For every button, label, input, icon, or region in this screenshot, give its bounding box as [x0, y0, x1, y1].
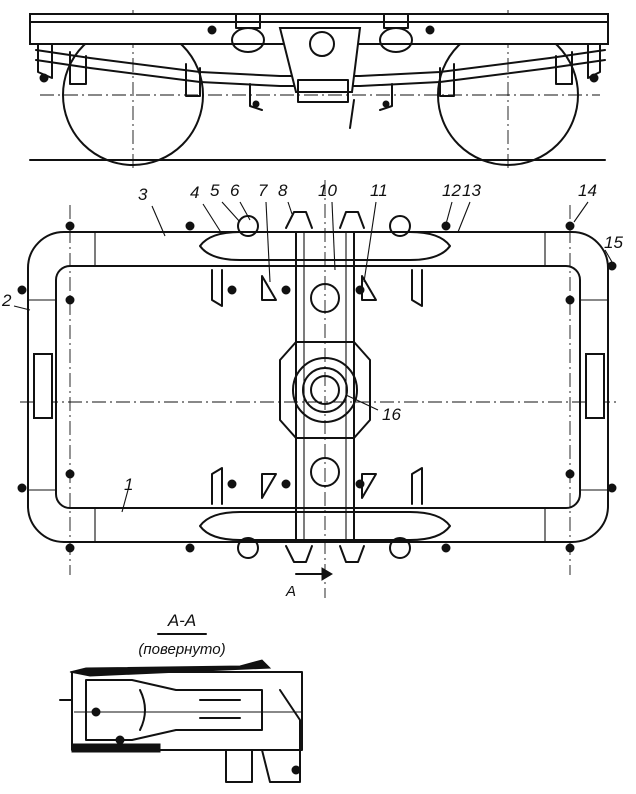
side-view: [29, 10, 609, 170]
top-plate: [199, 231, 451, 261]
callout-labels: 3 4 5 6 7 8 10 11 12 13 14 15 2 1 16 A A…: [1, 181, 623, 658]
frame-outer: [27, 231, 609, 543]
section-subtitle: (повернуто): [138, 641, 225, 658]
frame-bolts: [17, 221, 617, 553]
callout-1: 1: [124, 475, 133, 494]
frame-inner: [55, 265, 581, 509]
callout-15: 15: [604, 233, 623, 252]
callout-13: 13: [462, 181, 481, 200]
bottom-plate: [199, 511, 451, 541]
callout-4: 4: [190, 183, 199, 202]
section-arrow-label: A: [285, 583, 296, 600]
end-pad-left: [33, 353, 53, 419]
callout-5: 5: [210, 181, 220, 200]
callout-12: 12: [442, 181, 461, 200]
end-pad-right: [585, 353, 605, 419]
centre-pivot: [292, 357, 358, 423]
section-title: A-A: [167, 611, 196, 630]
callout-8: 8: [278, 181, 288, 200]
callout-7: 7: [258, 181, 268, 200]
callout-11: 11: [370, 181, 388, 200]
section-arrow: [295, 567, 333, 581]
callout-14: 14: [578, 181, 597, 200]
centre-pivot-housing: [279, 341, 371, 439]
callout-6: 6: [230, 181, 240, 200]
section-body: [71, 671, 303, 751]
callout-3: 3: [138, 185, 148, 204]
plan-view: [13, 180, 620, 598]
leader-lines: [13, 201, 613, 513]
callout-2: 2: [1, 291, 12, 310]
section-view: [59, 633, 303, 783]
callout-16: 16: [382, 405, 401, 424]
bolster-body: [278, 27, 362, 93]
callout-10: 10: [318, 181, 337, 200]
